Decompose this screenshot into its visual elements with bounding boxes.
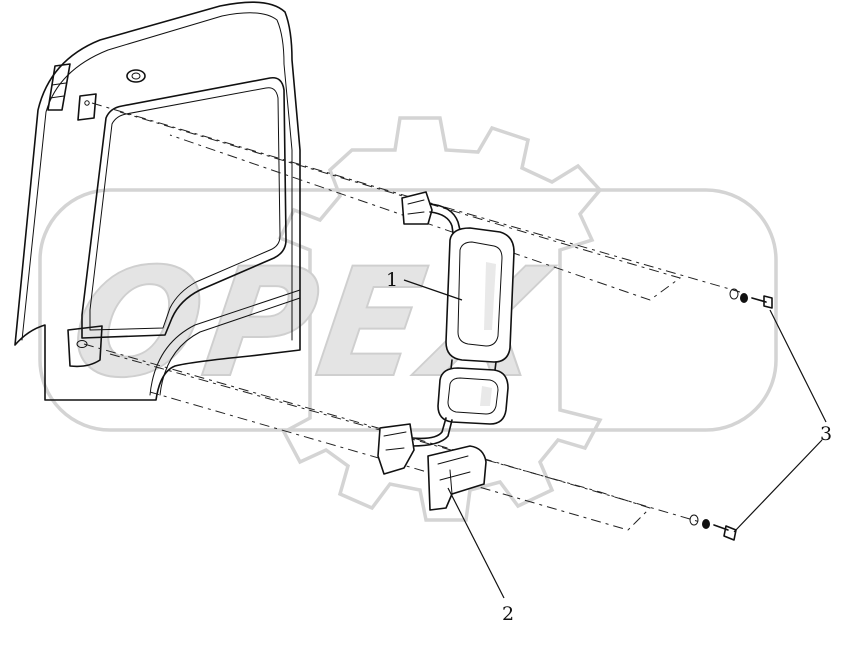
align-line-lower-a bbox=[83, 343, 701, 523]
leader-3b bbox=[733, 439, 823, 533]
hinge-strip bbox=[47, 63, 71, 111]
washer-lower-2 bbox=[702, 519, 710, 529]
mirror-lower-bracket-detail bbox=[383, 431, 407, 451]
lower-mount-hole bbox=[76, 340, 88, 348]
callout-label-2: 2 bbox=[502, 603, 514, 625]
bolt-set-lower bbox=[689, 514, 737, 541]
mirror-upper-arm-2 bbox=[429, 211, 455, 241]
leader-2 bbox=[447, 487, 505, 599]
wide-angle-mirror-housing bbox=[437, 367, 509, 425]
watermark-gear bbox=[277, 116, 603, 522]
bolt-upper bbox=[751, 295, 773, 309]
mirror-lower-arm bbox=[411, 417, 447, 440]
mirror-upper-bracket bbox=[401, 191, 433, 225]
lower-cover bbox=[427, 445, 487, 511]
wide-angle-mirror-glass bbox=[447, 377, 499, 415]
upper-mount-hole bbox=[84, 100, 90, 106]
mirror-assembly bbox=[377, 191, 515, 475]
door-inner-shell bbox=[21, 12, 293, 341]
main-mirror-housing bbox=[445, 227, 515, 363]
washer-upper-2 bbox=[740, 293, 748, 303]
leader-3a bbox=[769, 309, 827, 423]
callout-label-3: 3 bbox=[820, 423, 832, 445]
window-inner bbox=[89, 87, 281, 331]
door-top-grommet bbox=[126, 69, 146, 83]
lower-cover-body bbox=[427, 445, 487, 511]
align-line-lower-b bbox=[109, 353, 651, 531]
bolt-lower bbox=[713, 524, 737, 541]
bolt-set-upper bbox=[729, 288, 773, 309]
wide-angle-shade bbox=[480, 386, 492, 406]
callouts: 1 2 3 bbox=[386, 269, 832, 625]
washer-upper-1 bbox=[729, 288, 739, 300]
lower-mount-pad bbox=[67, 325, 103, 368]
door-outer-shell bbox=[14, 1, 301, 401]
mirror-upper-arm bbox=[429, 203, 463, 239]
hinge-strip-inner bbox=[49, 82, 67, 99]
lower-cover-detail bbox=[437, 455, 471, 495]
main-mirror-shade bbox=[484, 262, 496, 330]
cab-door bbox=[14, 1, 301, 401]
door-belt-line-2 bbox=[149, 289, 301, 396]
leader-1 bbox=[403, 279, 463, 301]
mirror-lower-arm-2 bbox=[411, 419, 453, 447]
upper-mount-pad bbox=[77, 93, 97, 121]
door-top-grommet-inner bbox=[131, 72, 141, 80]
washer-lower-1 bbox=[689, 514, 699, 526]
window-frame bbox=[81, 76, 287, 339]
main-mirror-glass bbox=[457, 241, 503, 347]
mirror-upper-bracket-detail bbox=[407, 199, 425, 215]
door-belt-line bbox=[159, 297, 301, 396]
callout-label-1: 1 bbox=[386, 269, 398, 291]
